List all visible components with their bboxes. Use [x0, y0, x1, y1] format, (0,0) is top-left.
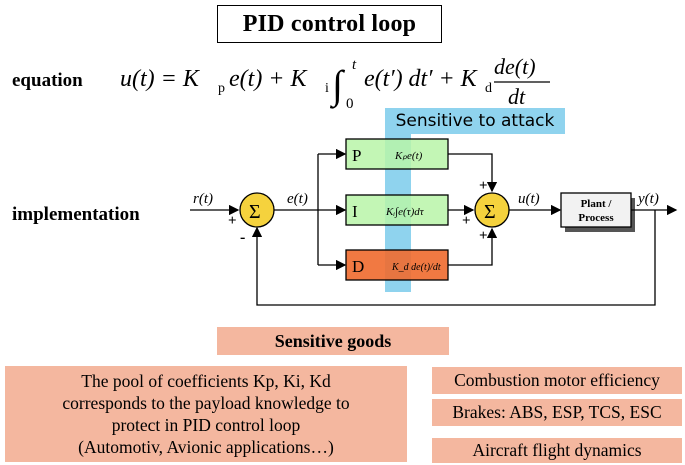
equation-integrand: e(t′) dt′ + K [364, 66, 479, 92]
pool-line-2: corresponds to the payload knowledge to [62, 393, 350, 413]
application-combustion: Combustion motor efficiency [432, 367, 682, 394]
equation-label: equation [12, 70, 83, 91]
pid-equation: u(t) = K p e(t) + K i ∫ t 0 e(t′) dt′ + … [120, 54, 550, 112]
output-label: y(t) [636, 191, 659, 207]
integral-upper-bound: t [352, 57, 357, 73]
i-block-letter: I [352, 202, 358, 221]
i-block [345, 194, 449, 226]
i-block-formula: Kᵢ∫e(τ)dτ [385, 206, 425, 218]
equation-lhs: u(t) = K [120, 66, 201, 92]
pool-line-4: (Automotiv, Avionic applications…) [78, 437, 334, 457]
sigma-icon-2: Σ [484, 201, 496, 223]
d-block-formula: K_d de(t)/dt [391, 262, 441, 273]
input-plus-sign: + [228, 213, 237, 229]
plant-label-line1: Plant / [581, 198, 613, 210]
application-brakes: Brakes: ABS, ESP, TCS, ESC [432, 399, 682, 426]
equation-d-subscript: d [485, 81, 492, 96]
equation-error-term: e(t) + K [229, 66, 309, 92]
p-output-arrow [448, 153, 498, 193]
d-block-letter: D [352, 257, 364, 276]
coefficient-pool-box: The pool of coefficients Kp, Ki, Kd corr… [5, 366, 407, 462]
implementation-label: implementation [12, 204, 140, 225]
plant-block [560, 192, 632, 228]
p-plus-sign: + [479, 178, 488, 194]
integral-lower-bound: 0 [346, 96, 354, 112]
equation-p-subscript: p [218, 81, 225, 96]
control-label: u(t) [518, 191, 540, 207]
error-label: e(t) [287, 191, 308, 207]
d-block [345, 249, 449, 281]
d-plus-sign: + [479, 228, 488, 244]
pool-line-1: The pool of coefficients Kp, Ki, Kd [81, 371, 331, 391]
sigma-icon: Σ [249, 201, 261, 223]
page-title: PID control loop [217, 5, 442, 43]
d-output-arrow [448, 227, 498, 266]
i-plus-sign: + [462, 213, 471, 229]
p-block [345, 138, 449, 170]
p-block-formula: Kₚe(t) [394, 150, 423, 162]
equation-fraction-denominator: dt [508, 84, 526, 109]
feedback-minus-sign: - [240, 229, 245, 246]
sensitive-to-attack-label: Sensitive to attack [385, 108, 565, 134]
application-aircraft: Aircraft flight dynamics [432, 438, 682, 463]
feedback-loop-arrow [251, 210, 656, 306]
integral-sign-icon: ∫ [329, 62, 346, 109]
plant-label-line2: Process [578, 212, 614, 224]
pool-line-3: protect in PID control loop [111, 415, 301, 435]
sensitive-goods-label: Sensitive goods [217, 327, 449, 355]
input-label: r(t) [193, 191, 213, 207]
equation-i-subscript: i [325, 81, 329, 96]
equation-fraction-numerator: de(t) [494, 54, 536, 79]
p-block-letter: P [352, 146, 361, 165]
